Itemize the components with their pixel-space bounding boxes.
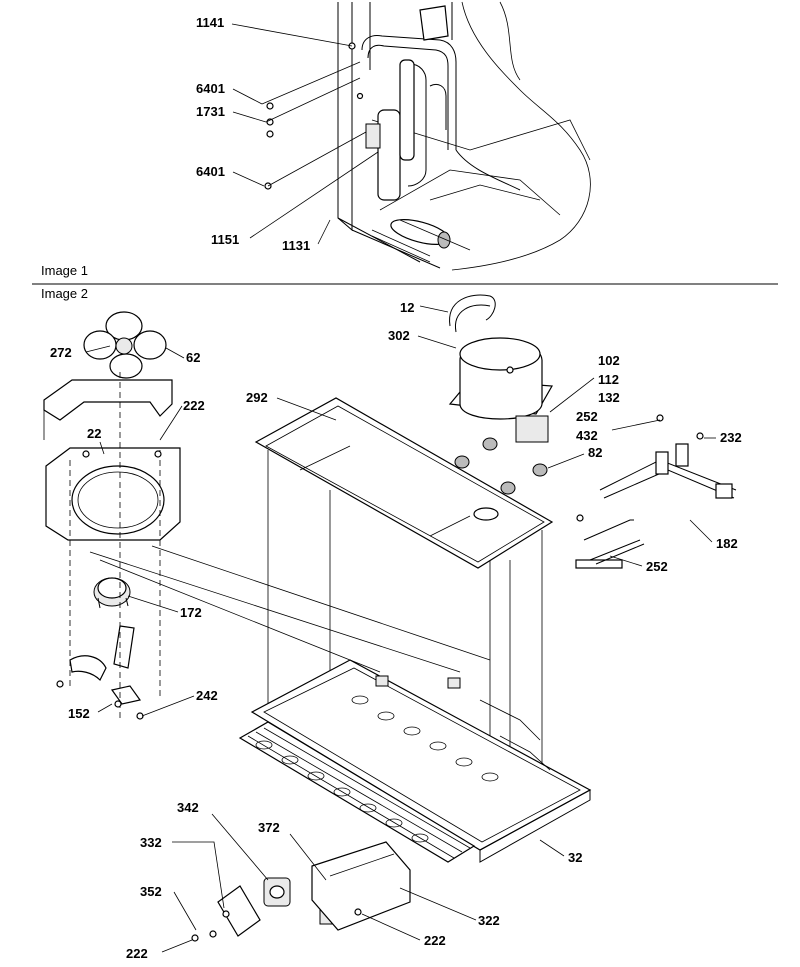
- callout-152: 152: [68, 706, 90, 721]
- callout-242: 242: [196, 688, 218, 703]
- callout-1151: 1151: [211, 232, 239, 247]
- callout-252-bottom: 252: [646, 559, 668, 574]
- callout-1131: 1131: [282, 238, 310, 253]
- callout-1141: 1141: [196, 15, 224, 30]
- callout-292: 292: [246, 390, 268, 405]
- callout-82: 82: [588, 445, 602, 460]
- callout-252-top: 252: [576, 409, 598, 424]
- condenser-base: [238, 659, 592, 863]
- callout-272: 272: [50, 345, 72, 360]
- callout-352: 352: [140, 884, 162, 899]
- callout-232: 232: [720, 430, 742, 445]
- callout-332: 332: [140, 835, 162, 850]
- callout-6401-top: 6401: [196, 81, 225, 96]
- image2-drawing: [43, 294, 737, 942]
- callout-432: 432: [576, 428, 598, 443]
- callout-342: 342: [177, 800, 199, 815]
- callout-222-bottom-left: 222: [126, 946, 148, 961]
- callout-62: 62: [186, 350, 200, 365]
- fan-blade: [83, 311, 167, 379]
- callout-1731: 1731: [196, 104, 225, 119]
- callout-32: 32: [568, 850, 582, 865]
- callout-22: 22: [87, 426, 101, 441]
- caption-image-2: Image 2: [41, 286, 88, 301]
- caption-image-1: Image 1: [41, 263, 88, 278]
- callout-6401-bottom: 6401: [196, 164, 225, 179]
- callout-182: 182: [716, 536, 738, 551]
- callout-132: 132: [598, 390, 620, 405]
- image1-drawing: [264, 1, 591, 271]
- callout-172: 172: [180, 605, 202, 620]
- callout-322: 322: [478, 913, 500, 928]
- compressor: [448, 294, 553, 443]
- coil-loops: [255, 695, 499, 843]
- timer-assembly: [191, 841, 411, 942]
- image1-leaders: [231, 23, 379, 245]
- callout-102: 102: [598, 353, 620, 368]
- callout-372: 372: [258, 820, 280, 835]
- callout-12: 12: [400, 300, 414, 315]
- wiring-harness: [575, 443, 737, 569]
- callout-302: 302: [388, 328, 410, 343]
- drain-pan: [254, 397, 554, 569]
- callout-112: 112: [598, 372, 619, 387]
- callout-222-bottom-right: 222: [424, 933, 446, 948]
- image2-leaders: [85, 305, 716, 953]
- callout-222-fan: 222: [183, 398, 205, 413]
